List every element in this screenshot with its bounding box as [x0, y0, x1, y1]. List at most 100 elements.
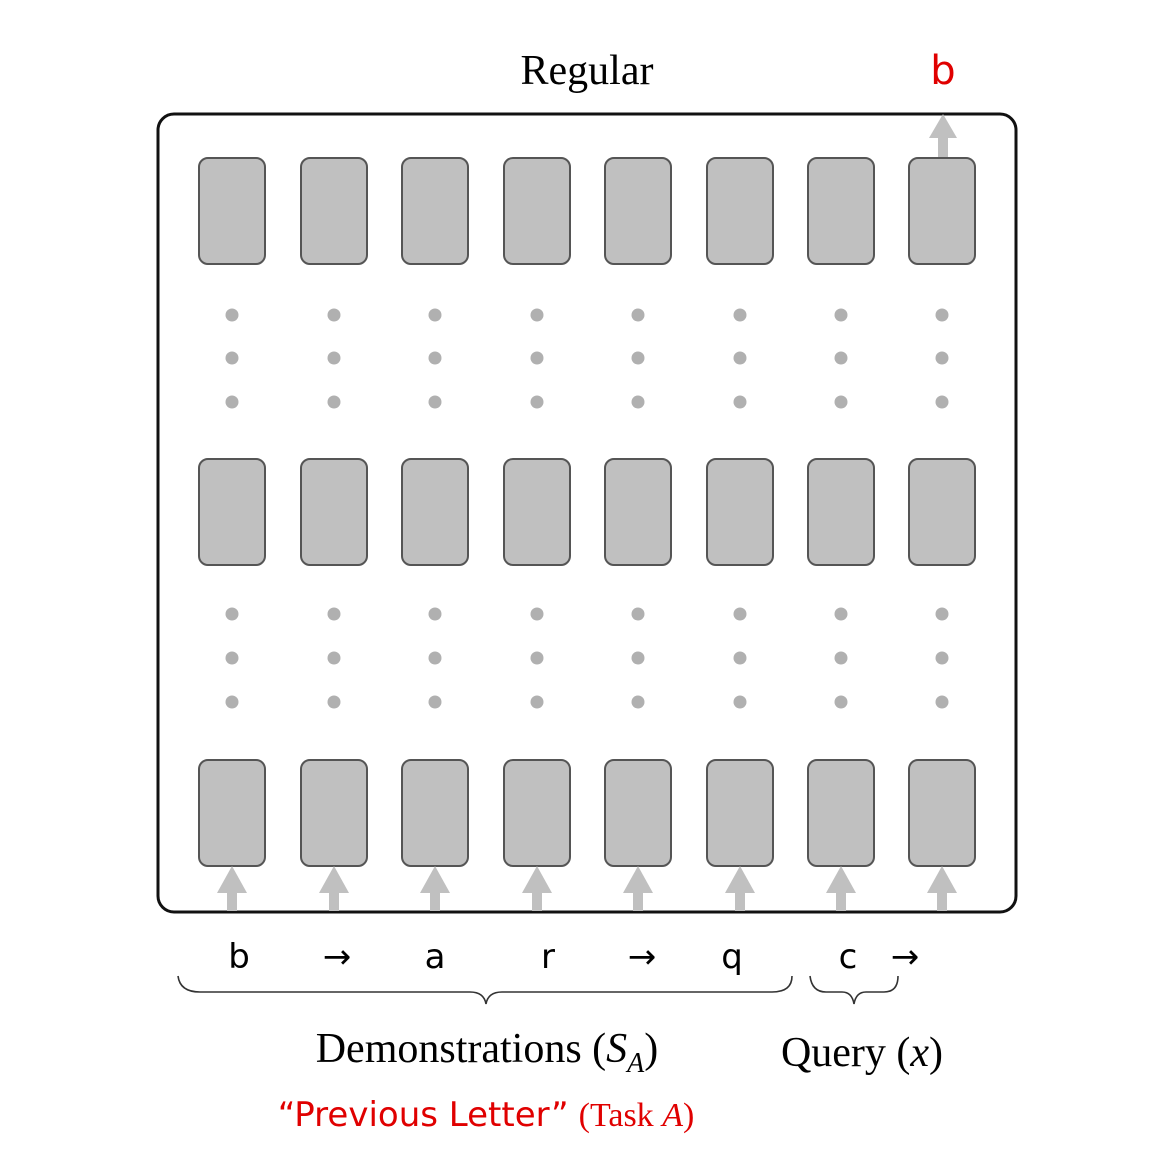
ellipsis-dot: [834, 607, 848, 621]
ellipsis-dot: [733, 607, 747, 621]
demonstrations-brace: [177, 975, 793, 1005]
task-text: (Task: [579, 1097, 663, 1134]
ellipsis-dot: [327, 308, 341, 322]
input-arrow: [927, 866, 957, 911]
demonstrations-text: Demonstrations (: [316, 1026, 606, 1072]
input-token-row: b → a r → q c →: [228, 937, 919, 977]
ellipsis-dot: [631, 695, 645, 709]
ellipsis-dot: [834, 308, 848, 322]
input-arrow: [420, 866, 450, 911]
input-arrow: [319, 866, 349, 911]
layer-block: [300, 458, 368, 566]
layer-block: [198, 157, 266, 265]
input-token: c: [839, 937, 858, 977]
input-token: b: [228, 937, 250, 977]
layer-block: [908, 759, 976, 867]
layer-block: [807, 759, 875, 867]
input-arrow: [623, 866, 653, 911]
layer-block: [604, 458, 672, 566]
ellipsis-dot: [631, 651, 645, 665]
task-name: “Previous Letter”: [278, 1095, 569, 1135]
query-text: Query (: [781, 1030, 910, 1076]
query-close: ): [929, 1030, 943, 1076]
ellipsis-dot: [935, 395, 949, 409]
ellipsis-dot: [935, 651, 949, 665]
ellipsis-dot: [428, 395, 442, 409]
ellipsis-dot: [530, 651, 544, 665]
input-arrow: [725, 866, 755, 911]
query-symbol: x: [909, 1030, 929, 1076]
layer-block: [198, 759, 266, 867]
ellipsis-dot: [935, 695, 949, 709]
ellipsis-dot: [733, 395, 747, 409]
demonstrations-label: Demonstrations (SA): [316, 1026, 659, 1079]
ellipsis-dot: [834, 395, 848, 409]
ellipsis-dot: [834, 695, 848, 709]
ellipsis-dot: [225, 695, 239, 709]
ellipsis-dot: [530, 308, 544, 322]
ellipsis-dot: [935, 308, 949, 322]
layer-block: [503, 759, 571, 867]
ellipsis-dot: [225, 351, 239, 365]
ellipsis-dot: [428, 695, 442, 709]
ellipsis-dot: [327, 695, 341, 709]
output-arrow: [929, 114, 957, 160]
output-token: b: [930, 48, 955, 94]
layer-block: [604, 157, 672, 265]
ellipsis-dot: [733, 308, 747, 322]
input-token-arrow: →: [628, 937, 657, 977]
input-token-arrow: →: [891, 937, 920, 977]
input-arrow: [826, 866, 856, 911]
ellipsis-dot: [631, 395, 645, 409]
layer-block: [604, 759, 672, 867]
ellipsis-dot: [225, 308, 239, 322]
ellipsis-dot: [225, 607, 239, 621]
input-token: r: [541, 937, 555, 977]
layer-block: [807, 157, 875, 265]
demonstrations-symbol: S: [606, 1026, 627, 1072]
layer-block: [706, 157, 774, 265]
diagram-title: Regular: [521, 48, 654, 94]
layer-block: [706, 458, 774, 566]
input-arrow: [522, 866, 552, 911]
layer-block: [401, 458, 469, 566]
ellipsis-dot: [530, 395, 544, 409]
ellipsis-dot: [225, 651, 239, 665]
query-brace: [809, 975, 899, 1005]
input-token: q: [721, 937, 743, 977]
ellipsis-dot: [530, 607, 544, 621]
ellipsis-dot: [428, 607, 442, 621]
ellipsis-dot: [428, 651, 442, 665]
layer-block: [401, 157, 469, 265]
ellipsis-dot: [327, 607, 341, 621]
ellipsis-dot: [733, 351, 747, 365]
layer-block: [300, 759, 368, 867]
ellipsis-dot: [834, 351, 848, 365]
layer-block: [807, 458, 875, 566]
ellipsis-dot: [530, 695, 544, 709]
demonstrations-close: ): [644, 1026, 658, 1072]
layer-block: [706, 759, 774, 867]
layer-block: [300, 157, 368, 265]
ellipsis-dot: [834, 651, 848, 665]
layer-grid: [198, 157, 976, 867]
ellipsis-dot: [631, 351, 645, 365]
task-symbol: A: [660, 1097, 683, 1134]
layer-block: [908, 157, 976, 265]
layer-block: [198, 458, 266, 566]
input-arrows: [217, 866, 957, 911]
ellipsis-dot: [733, 651, 747, 665]
ellipsis-dot: [428, 351, 442, 365]
ellipsis-dot: [935, 607, 949, 621]
layer-block: [908, 458, 976, 566]
ellipsis-dot: [225, 395, 239, 409]
task-close: ): [683, 1097, 694, 1134]
layer-block: [503, 458, 571, 566]
input-token-arrow: →: [323, 937, 352, 977]
ellipsis-dot: [327, 651, 341, 665]
demonstrations-subscript: A: [625, 1048, 645, 1079]
query-label: Query (x): [781, 1030, 943, 1076]
ellipsis-dot: [428, 308, 442, 322]
ellipsis-dot: [733, 695, 747, 709]
